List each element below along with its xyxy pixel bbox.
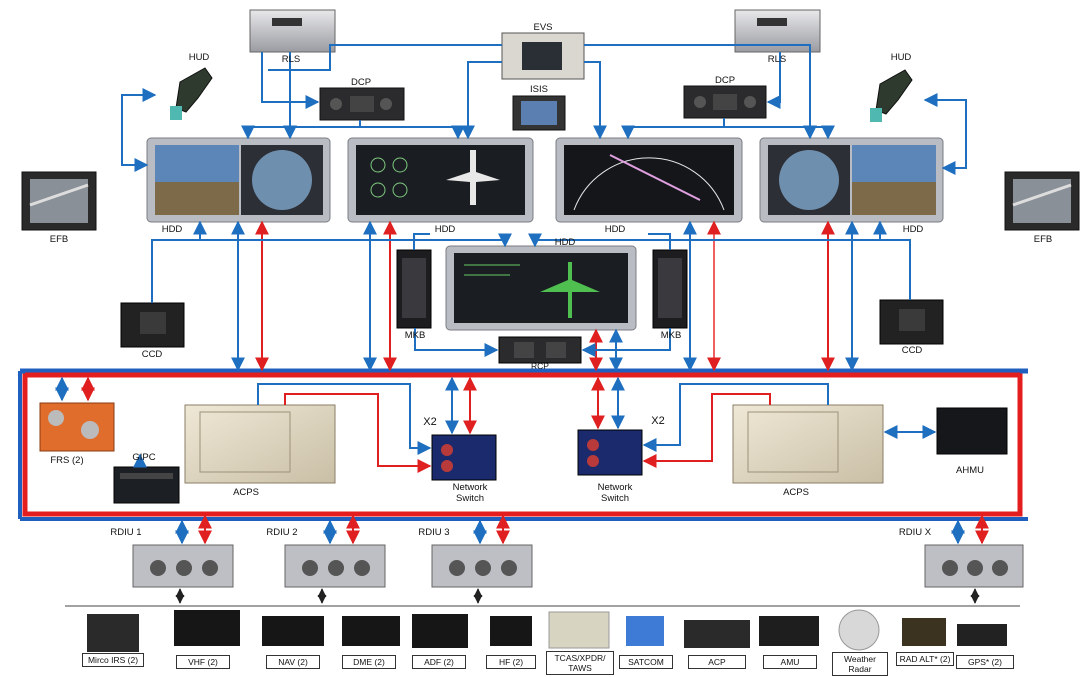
peripheral-acp: ACP xyxy=(688,655,746,669)
evs-device xyxy=(501,32,585,80)
label-acps-left: ACPS xyxy=(233,487,259,498)
frs-device xyxy=(39,402,115,452)
acps-left-device xyxy=(184,404,336,484)
rcp-device xyxy=(498,336,582,364)
peripheral-mirco-irs: Mirco IRS (2) xyxy=(82,653,144,667)
peripheral-vhf: VHF (2) xyxy=(176,655,230,669)
label-network-switch-left-1: Network xyxy=(452,482,488,493)
peripheral-satcom: SATCOM xyxy=(619,655,673,669)
peripheral-nav: NAV (2) xyxy=(266,655,320,669)
isis-device xyxy=(512,95,566,131)
label-hud-left: HUD xyxy=(188,52,210,63)
label-hdd-4: HDD xyxy=(902,224,924,235)
label-hud-right: HUD xyxy=(890,52,912,63)
label-efb-left: EFB xyxy=(49,234,69,245)
mkb-right-device xyxy=(652,249,688,329)
label-network-switch-left: Network Switch xyxy=(440,482,500,504)
mkb-left-device xyxy=(396,249,432,329)
label-rdiu-2: RDIU 2 xyxy=(266,527,298,538)
label-frs: FRS (2) xyxy=(50,455,84,466)
hdd-4-display xyxy=(759,137,944,223)
label-rdiu-3: RDIU 3 xyxy=(418,527,450,538)
label-x2-left: X2 xyxy=(423,416,437,428)
peripheral-rad-alt: RAD ALT* (2) xyxy=(896,652,954,666)
label-hdd-1: HDD xyxy=(161,224,183,235)
rdiu-x-device xyxy=(924,544,1024,588)
hdd-2-display xyxy=(347,137,534,223)
label-x2-right: X2 xyxy=(651,415,665,427)
label-ccd-left: CCD xyxy=(141,349,163,360)
efb-left-device xyxy=(21,171,97,231)
hdd-center-display xyxy=(445,245,637,331)
connections xyxy=(55,44,989,604)
rdiu-3-device xyxy=(431,544,533,588)
peripheral-adf: ADF (2) xyxy=(412,655,466,669)
efb-right-device xyxy=(1004,171,1080,231)
network-switch-left xyxy=(431,434,497,481)
label-network-switch-left-2: Switch xyxy=(456,493,484,504)
acps-right-device xyxy=(732,404,884,484)
peripheral-tcas-xpdr-taws: TCAS/XPDR/ TAWS xyxy=(546,651,614,675)
peripheral-devices xyxy=(87,609,1007,652)
label-hdd-3: HDD xyxy=(604,224,626,235)
peripheral-hf: HF (2) xyxy=(486,655,536,669)
label-rls-right: RLS xyxy=(767,54,787,65)
peripheral-weather-radar: Weather Radar xyxy=(832,652,888,676)
gipc-device xyxy=(113,466,180,504)
hud-right-device xyxy=(870,69,913,122)
label-acps-right: ACPS xyxy=(783,487,809,498)
hdd-1-display xyxy=(146,137,331,223)
rdiu-1-device xyxy=(132,544,234,588)
network-switch-right xyxy=(577,429,643,476)
label-rls-left: RLS xyxy=(281,54,301,65)
label-gipc: GIPC xyxy=(132,452,156,463)
peripheral-dme: DME (2) xyxy=(342,655,396,669)
label-network-switch-right-1: Network xyxy=(597,482,633,493)
label-ccd-right: CCD xyxy=(901,345,923,356)
label-isis: ISIS xyxy=(530,84,548,95)
label-network-switch-right-2: Switch xyxy=(601,493,629,504)
rdiu-2-device xyxy=(284,544,386,588)
ahmu-device xyxy=(936,407,1008,455)
label-ahmu: AHMU xyxy=(956,465,984,476)
peripheral-gps: GPS* (2) xyxy=(956,655,1014,669)
label-dcp-left: DCP xyxy=(350,77,372,88)
label-rcp: RCP xyxy=(531,361,549,371)
peripheral-amu: AMU xyxy=(763,655,817,669)
dcp-right-device xyxy=(683,85,767,119)
label-mkb-right: MKB xyxy=(660,330,682,341)
hdd-3-display xyxy=(555,137,743,223)
label-mkb-left: MKB xyxy=(404,330,426,341)
hud-left-device xyxy=(170,67,213,120)
label-efb-right: EFB xyxy=(1033,234,1053,245)
label-dcp-right: DCP xyxy=(714,75,736,86)
label-rdiu-1: RDIU 1 xyxy=(110,527,142,538)
label-hdd-center: HDD xyxy=(554,237,576,248)
label-hdd-2: HDD xyxy=(434,224,456,235)
ccd-right-device xyxy=(879,299,944,345)
label-network-switch-right: Network Switch xyxy=(585,482,645,504)
label-evs: EVS xyxy=(533,22,553,33)
network-bus xyxy=(18,368,1028,521)
ccd-left-device xyxy=(120,302,185,348)
dcp-left-device xyxy=(319,87,405,121)
label-rdiu-x: RDIU X xyxy=(898,527,932,538)
rls-left-device xyxy=(249,9,336,53)
